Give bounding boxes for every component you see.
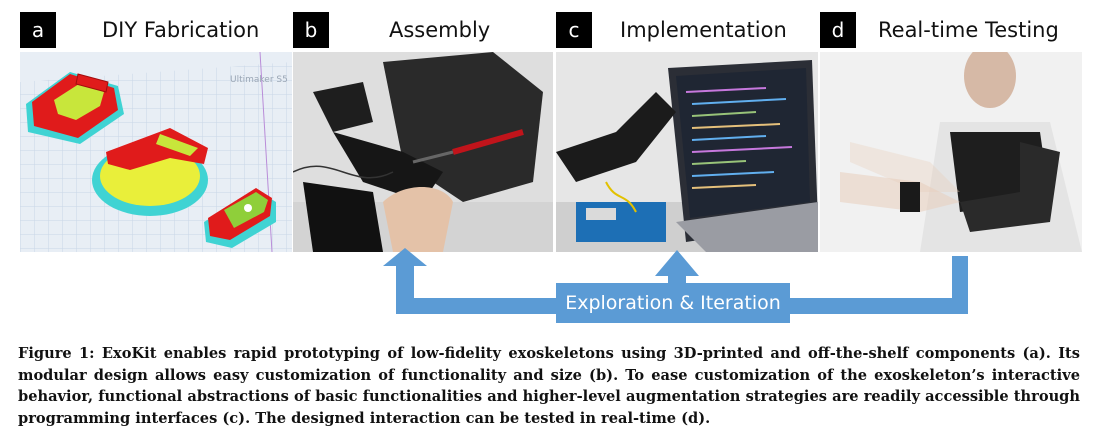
- panel-b-assembly-photo: [293, 52, 553, 252]
- laptop-screen: [676, 68, 810, 218]
- panel-b-badge: b: [293, 12, 329, 48]
- teaser-figure: a DIY Fabrication b Assembly c Implement…: [0, 12, 1096, 330]
- printer-label: Ultimaker S5: [230, 75, 288, 85]
- printed-part-2: [92, 128, 208, 216]
- panel-d-badge: d: [820, 12, 856, 48]
- panel-b-title: Assembly: [389, 18, 491, 42]
- gripper: [303, 182, 383, 252]
- printed-part-1: [26, 72, 124, 144]
- panel-a-header: a DIY Fabrication: [20, 12, 259, 48]
- person-head: [964, 52, 1016, 108]
- exoskeleton-arm: [960, 142, 1060, 232]
- panel-c-title: Implementation: [620, 18, 787, 42]
- screwdriver: [452, 129, 524, 155]
- iteration-loop-arrows: [0, 240, 1096, 330]
- panel-c-badge: c: [556, 12, 592, 48]
- printed-part-3: [204, 188, 276, 248]
- panel-c-header: c Implementation: [556, 12, 787, 48]
- exploration-iteration-label: Exploration & Iteration: [556, 283, 790, 323]
- panel-d-testing-photo: [820, 52, 1082, 252]
- panel-a-slicer-image: Ultimaker S5: [20, 52, 292, 252]
- figure-caption: Figure 1: ExoKit enables rapid prototypi…: [18, 345, 1080, 427]
- hand: [383, 187, 453, 252]
- actuator: [313, 82, 373, 132]
- panel-d-title: Real-time Testing: [878, 18, 1059, 42]
- panel-c-implementation-photo: [556, 52, 818, 252]
- panel-a-badge: a: [20, 12, 56, 48]
- panel-b-header: b Assembly: [293, 12, 490, 48]
- panel-d-header: d Real-time Testing: [820, 12, 1059, 48]
- panel-a-title: DIY Fabrication: [102, 18, 260, 42]
- exoskeleton-arm: [556, 92, 676, 182]
